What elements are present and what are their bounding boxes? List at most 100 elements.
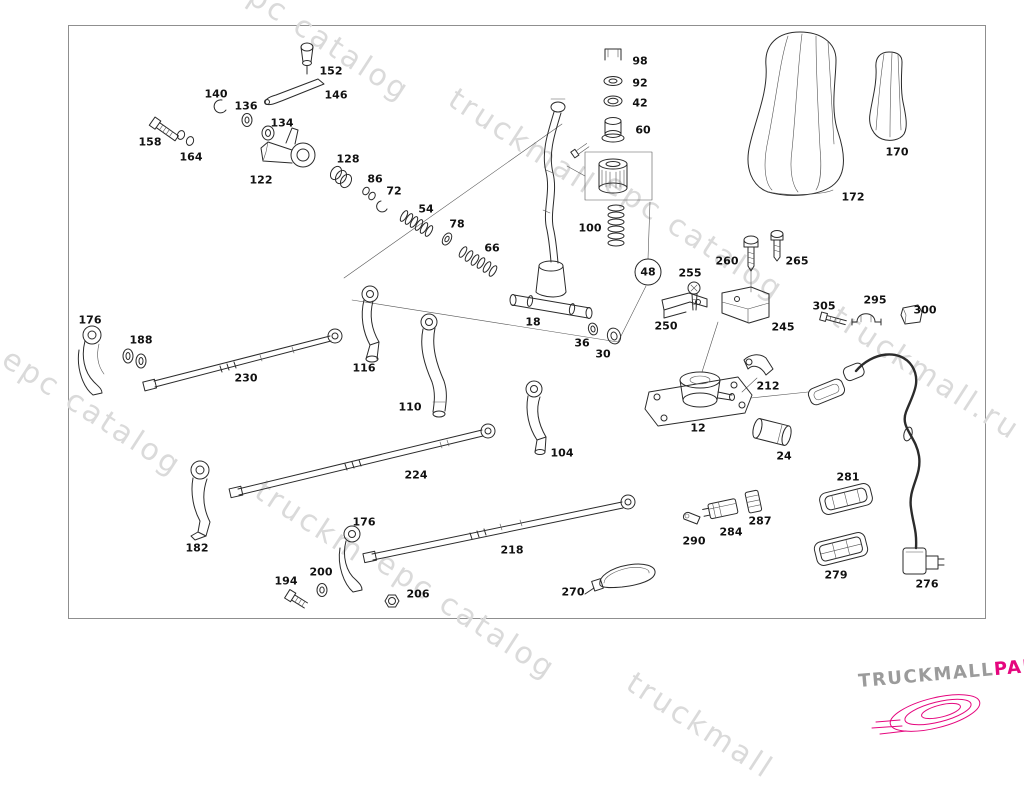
part-label-128: 128 bbox=[336, 152, 360, 166]
part-label-230: 230 bbox=[234, 371, 258, 385]
part-134-drawing bbox=[261, 125, 275, 141]
part-label-206: 206 bbox=[406, 587, 430, 601]
logo-swirl-icon bbox=[871, 694, 981, 735]
part-label-60: 60 bbox=[635, 123, 651, 137]
part-label-218: 218 bbox=[500, 543, 524, 557]
part-label-245: 245 bbox=[771, 320, 795, 334]
part-110-drawing bbox=[420, 313, 447, 418]
part-label-170: 170 bbox=[885, 145, 909, 159]
part-label-224: 224 bbox=[404, 468, 428, 482]
part-218-drawing bbox=[362, 494, 636, 564]
part-label-48: 48 bbox=[634, 258, 662, 286]
part-label-152: 152 bbox=[319, 64, 343, 78]
part-170-drawing bbox=[869, 51, 907, 141]
part-label-42: 42 bbox=[632, 96, 648, 110]
part-146-drawing bbox=[264, 78, 325, 106]
part-label-290: 290 bbox=[682, 534, 706, 548]
part-24-drawing bbox=[752, 418, 792, 446]
part-276-drawing bbox=[807, 353, 945, 575]
part-300-drawing bbox=[900, 304, 923, 325]
part-42-drawing bbox=[603, 95, 623, 107]
part-label-284: 284 bbox=[719, 525, 743, 539]
part-label-279: 279 bbox=[824, 568, 848, 582]
part-305-drawing bbox=[819, 311, 847, 326]
part-label-281: 281 bbox=[836, 470, 860, 484]
part-label-295: 295 bbox=[863, 293, 887, 307]
part-78-drawing bbox=[441, 232, 453, 246]
part-287-drawing bbox=[744, 489, 763, 514]
part-72-drawing bbox=[376, 200, 388, 213]
part-230-drawing bbox=[142, 328, 343, 392]
part-label-134: 134 bbox=[270, 116, 294, 130]
part-98-drawing bbox=[604, 48, 622, 61]
part-label-194: 194 bbox=[274, 574, 298, 588]
part-250-drawing bbox=[661, 292, 708, 319]
part-label-176: 176 bbox=[352, 515, 376, 529]
part-label-54: 54 bbox=[418, 202, 434, 216]
part-label-98: 98 bbox=[632, 54, 648, 68]
part-100-drawing bbox=[607, 204, 625, 247]
part-label-200: 200 bbox=[309, 565, 333, 579]
part-188-drawing bbox=[122, 348, 147, 369]
part-label-100: 100 bbox=[578, 221, 602, 235]
part-60-drawing bbox=[601, 117, 625, 143]
part-label-140: 140 bbox=[204, 87, 228, 101]
part-279-drawing bbox=[813, 532, 869, 566]
part-label-36: 36 bbox=[574, 336, 590, 350]
part-label-104: 104 bbox=[550, 446, 574, 460]
part-label-78: 78 bbox=[449, 217, 465, 231]
part-270-drawing bbox=[584, 563, 656, 595]
part-label-305: 305 bbox=[812, 299, 836, 313]
part-label-276: 276 bbox=[915, 577, 939, 591]
part-200-drawing bbox=[316, 583, 328, 597]
part-label-30: 30 bbox=[595, 347, 611, 361]
part-label-176: 176 bbox=[78, 313, 102, 327]
part-172-drawing bbox=[747, 31, 844, 196]
parts-diagram-canvas bbox=[77, 31, 981, 735]
part-label-12: 12 bbox=[690, 421, 706, 435]
diagram-frame bbox=[68, 25, 986, 619]
part-255-drawing bbox=[687, 281, 701, 311]
shift-rod-drawing bbox=[542, 98, 590, 264]
part-158-drawing bbox=[148, 116, 179, 142]
part-164-drawing bbox=[176, 130, 195, 146]
construction-lines bbox=[343, 123, 809, 399]
part-206-drawing bbox=[384, 594, 400, 608]
part-136-drawing bbox=[241, 113, 253, 127]
part-265-drawing bbox=[770, 230, 784, 262]
part-label-182: 182 bbox=[185, 541, 209, 555]
part-label-300: 300 bbox=[913, 303, 937, 317]
part-label-92: 92 bbox=[632, 76, 648, 90]
part-128-drawing bbox=[329, 165, 353, 189]
part-label-287: 287 bbox=[748, 514, 772, 528]
part-12-drawing bbox=[644, 371, 753, 427]
part-245-drawing bbox=[721, 286, 770, 324]
part-290-drawing bbox=[683, 512, 701, 525]
part-18-drawing bbox=[509, 260, 593, 319]
part-36-drawing bbox=[587, 322, 599, 336]
part-label-110: 110 bbox=[398, 400, 422, 414]
part-label-250: 250 bbox=[654, 319, 678, 333]
part-label-164: 164 bbox=[179, 150, 203, 164]
part-122-drawing bbox=[260, 127, 316, 168]
part-140-drawing bbox=[213, 99, 227, 114]
part-label-260: 260 bbox=[715, 254, 739, 268]
part-label-265: 265 bbox=[785, 254, 809, 268]
part-label-66: 66 bbox=[484, 241, 500, 255]
part-label-86: 86 bbox=[367, 172, 383, 186]
part-86-drawing bbox=[362, 186, 376, 201]
part-label-172: 172 bbox=[841, 190, 865, 204]
part-label-136: 136 bbox=[234, 99, 258, 113]
part-label-212: 212 bbox=[756, 379, 780, 393]
part-label-188: 188 bbox=[129, 333, 153, 347]
part-label-146: 146 bbox=[324, 88, 348, 102]
part-152-drawing bbox=[300, 42, 314, 75]
part-116-drawing bbox=[361, 285, 380, 363]
part-label-158: 158 bbox=[138, 135, 162, 149]
part-176-top-drawing bbox=[77, 325, 105, 396]
part-182-drawing bbox=[190, 460, 211, 541]
part-label-72: 72 bbox=[386, 184, 402, 198]
part-label-270: 270 bbox=[561, 585, 585, 599]
part-label-255: 255 bbox=[678, 266, 702, 280]
part-281-drawing bbox=[819, 483, 873, 515]
